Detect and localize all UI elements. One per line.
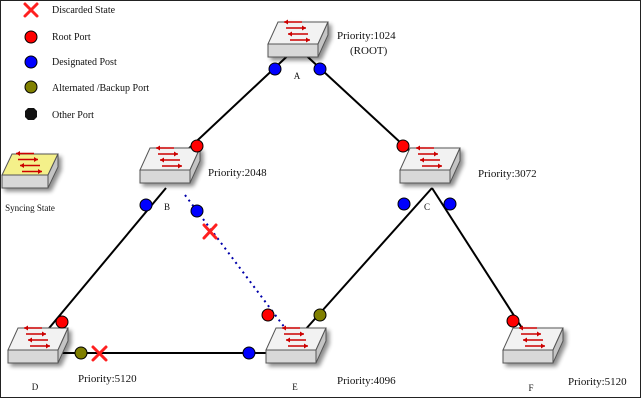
legend-label: Alternated /Backup Port xyxy=(52,83,149,94)
designated-port-dot xyxy=(313,62,327,76)
node-label-f: F xyxy=(528,383,533,393)
switch-icon-a xyxy=(267,19,329,58)
switch-icon-yellow xyxy=(1,151,59,189)
designated-port-dot xyxy=(397,197,411,211)
switch-icon-e xyxy=(265,325,327,364)
discarded-markers xyxy=(91,223,218,362)
designated-port-dot xyxy=(242,346,256,360)
node-label-c: C xyxy=(424,202,430,212)
root-note: (ROOT) xyxy=(350,45,388,57)
alternate-port-dot xyxy=(313,308,327,322)
switch-icon-c xyxy=(399,145,461,184)
legend-discarded: Discarded State xyxy=(23,2,116,18)
priority-label-e: Priority:4096 xyxy=(337,375,396,387)
legend-syncing: Syncing State xyxy=(1,151,59,213)
designated-port-dot xyxy=(190,204,204,218)
root-port-dot xyxy=(55,315,69,329)
ports xyxy=(55,62,520,360)
priority-label-f: Priority:5120 xyxy=(568,376,627,388)
root-port-dot xyxy=(506,314,520,328)
switch-icon-d xyxy=(7,325,69,364)
legend-designated-port: Designated Post xyxy=(24,55,117,69)
legend-alternate-port: Alternated /Backup Port xyxy=(24,80,149,94)
node-label-a: A xyxy=(294,71,301,81)
switch-icon-b xyxy=(139,145,201,184)
priority-label-d: Priority:5120 xyxy=(78,373,137,385)
link-b-e-blocked xyxy=(184,194,286,329)
cross-icon xyxy=(202,223,218,240)
root-port-dot xyxy=(261,308,275,322)
switch-icon-syncing xyxy=(1,151,59,189)
legend-label: Other Port xyxy=(52,110,94,121)
dot-icon xyxy=(24,80,38,94)
alternate-port-dot xyxy=(74,346,88,360)
legend-label: Root Port xyxy=(52,32,91,43)
node-label-e: E xyxy=(292,382,298,392)
node-label-b: B xyxy=(164,202,170,212)
designated-port-dot xyxy=(443,197,457,211)
legend: Discarded State Root Port Designated Pos… xyxy=(23,2,149,121)
priority-label-c: Priority:3072 xyxy=(478,168,537,180)
root-port-dot xyxy=(190,139,204,153)
cross-icon xyxy=(91,345,108,362)
legend-root-port: Root Port xyxy=(24,30,91,44)
dot-icon xyxy=(24,30,38,44)
priority-label-a: Priority:1024 xyxy=(337,30,396,42)
cross-icon xyxy=(23,2,39,18)
switch-icon-f xyxy=(502,325,564,364)
root-port-dot xyxy=(396,139,410,153)
legend-label: Syncing State xyxy=(5,203,55,213)
designated-port-dot xyxy=(139,198,153,212)
node-label-d: D xyxy=(32,382,39,392)
octagon-dot-icon xyxy=(25,108,37,120)
priority-label-b: Priority:2048 xyxy=(208,167,267,179)
switches xyxy=(7,19,564,364)
legend-label: Designated Post xyxy=(52,57,117,68)
dot-icon xyxy=(24,55,38,69)
designated-port-dot xyxy=(268,62,282,76)
legend-other-port: Other Port xyxy=(25,108,94,121)
legend-label: Discarded State xyxy=(52,5,116,16)
switch-labels: Priority:1024 (ROOT) A Priority:2048 B P… xyxy=(32,30,627,393)
